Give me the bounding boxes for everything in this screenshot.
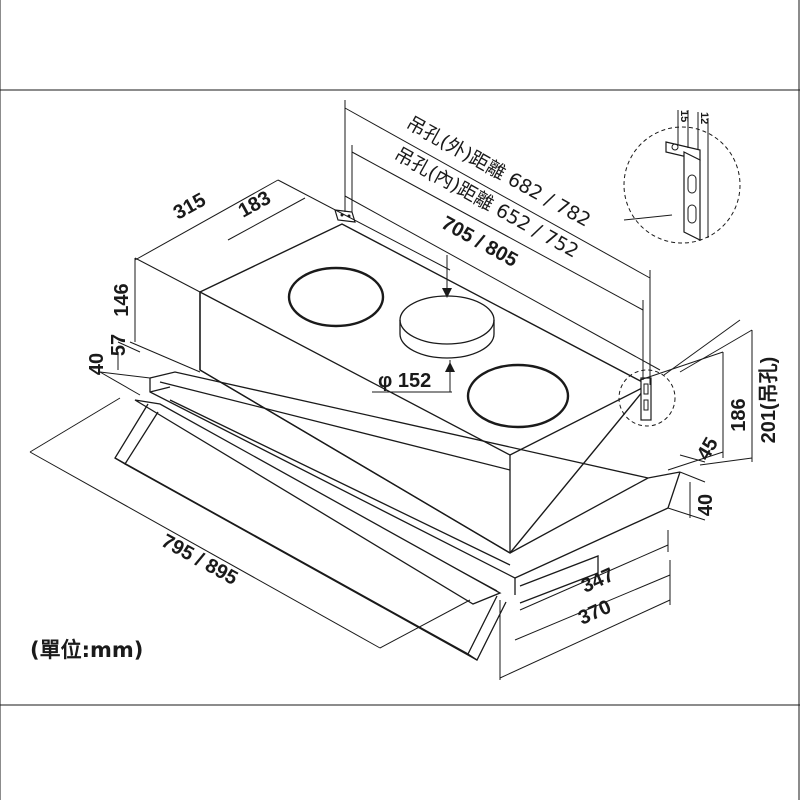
dim-total-width-line bbox=[29, 397, 471, 649]
dim-315: 315 bbox=[170, 189, 210, 224]
right-duct-opening bbox=[466, 363, 570, 429]
dim-hang-outer-line bbox=[344, 100, 651, 385]
dim-top-width-line bbox=[344, 195, 661, 371]
dim-315-line bbox=[134, 179, 451, 271]
detail-dim-12: 12 bbox=[698, 112, 710, 124]
dim-186: 186 bbox=[728, 398, 750, 431]
dim-146: 146 bbox=[111, 283, 133, 316]
dim-347-line bbox=[519, 530, 669, 611]
bracket-callout-circle bbox=[618, 369, 676, 427]
dim-201: 201(吊孔) bbox=[757, 357, 780, 444]
dim-40-left-line bbox=[99, 371, 151, 396]
dim-57: 57 bbox=[108, 334, 130, 356]
dim-total-width: 795 / 895 bbox=[158, 530, 242, 590]
dim-183-line bbox=[227, 197, 306, 241]
dim-347: 347 bbox=[578, 564, 617, 598]
bracket-detail bbox=[623, 110, 741, 244]
dim-45-line bbox=[679, 454, 706, 483]
motor-box bbox=[199, 223, 650, 554]
dim-146-line bbox=[129, 257, 201, 373]
unit-label: (單位:mm) bbox=[30, 638, 143, 662]
dim-40-right-line bbox=[667, 482, 706, 521]
dim-183: 183 bbox=[235, 187, 275, 222]
dim-duct-diameter: φ 152 bbox=[378, 370, 431, 392]
dim-370-line bbox=[499, 560, 671, 680]
dim-40-right: 40 bbox=[695, 494, 717, 516]
callout-leader bbox=[663, 319, 741, 376]
dim-57-line bbox=[117, 341, 141, 370]
left-duct-opening bbox=[287, 266, 385, 328]
dim-186-line bbox=[639, 351, 724, 471]
detail-dim-15: 15 bbox=[678, 110, 690, 122]
dim-duct-line bbox=[372, 255, 455, 393]
dim-hang-inner-line bbox=[351, 145, 644, 380]
dim-40-left: 40 bbox=[86, 353, 108, 375]
dim-201-line bbox=[679, 329, 753, 466]
